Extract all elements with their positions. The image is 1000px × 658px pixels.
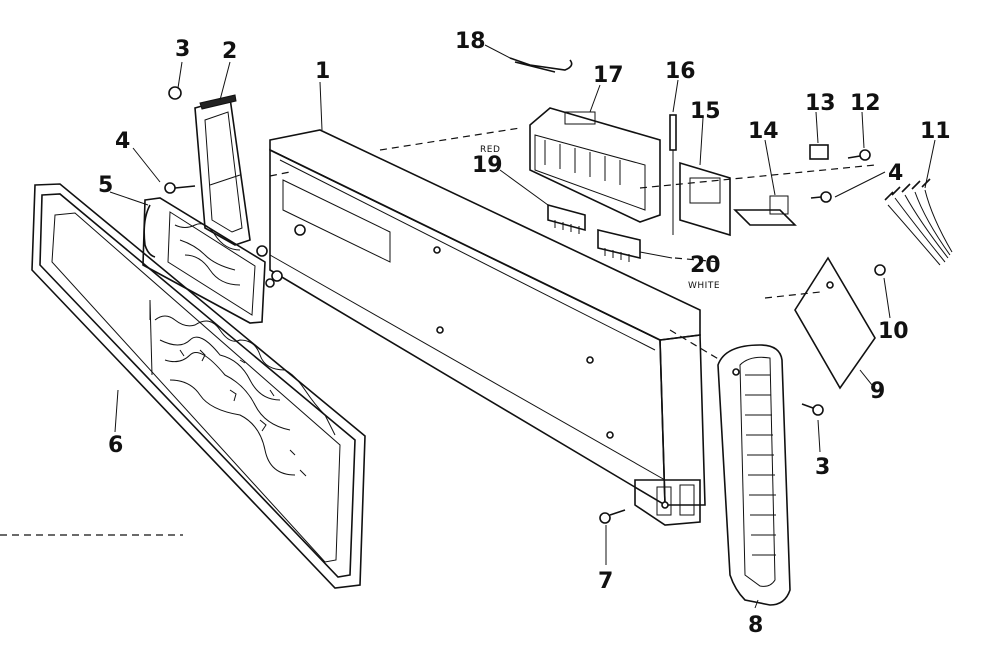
callout-3-right: 3 <box>815 455 830 480</box>
callout-9: 9 <box>870 379 885 404</box>
callout-13: 13 <box>805 91 836 116</box>
part-9-side-plate <box>794 256 876 390</box>
screw-hardware <box>164 86 886 524</box>
callout-14: 14 <box>748 119 779 144</box>
part-15-circuit-board <box>679 161 731 237</box>
leader-lines <box>109 44 936 609</box>
callout-3-top: 3 <box>175 37 190 62</box>
callout-4-right: 4 <box>888 161 903 186</box>
part-11-wire-harness <box>884 178 953 266</box>
part-6-front-panel <box>31 183 366 589</box>
part-17-control-module <box>529 107 661 223</box>
callout-18: 18 <box>455 29 486 54</box>
callout-labels: 1 2 3 3 4 4 5 6 7 8 9 10 11 12 13 14 15 … <box>98 29 951 638</box>
part-5-small-insert <box>142 197 266 324</box>
part-8-end-grille <box>717 344 791 606</box>
part-20-connector <box>597 228 641 262</box>
callout-1: 1 <box>315 59 330 84</box>
callout-7: 7 <box>598 569 613 594</box>
callout-12: 12 <box>850 91 881 116</box>
callout-10: 10 <box>878 319 909 344</box>
callout-2: 2 <box>222 39 237 64</box>
callout-19: 19 <box>472 153 503 178</box>
part-19-connector <box>547 203 586 234</box>
assembly-lines <box>0 127 876 536</box>
callout-16: 16 <box>665 59 696 84</box>
callout-11: 11 <box>920 119 951 144</box>
wire-label-red: RED <box>480 145 500 155</box>
callout-15: 15 <box>690 99 721 124</box>
callout-20: 20 <box>690 253 721 278</box>
wire-label-white: WHITE <box>688 281 720 291</box>
callout-17: 17 <box>593 63 624 88</box>
callout-8: 8 <box>748 613 763 638</box>
callout-5: 5 <box>98 173 113 198</box>
part-16-sensor <box>669 114 677 235</box>
part-2-bracket <box>194 94 251 246</box>
callout-4-left: 4 <box>115 129 130 154</box>
part-14-bracket <box>733 195 797 226</box>
part-18-wire-clip <box>509 57 573 73</box>
part-1-console-channel <box>269 129 706 526</box>
callout-6: 6 <box>108 433 123 458</box>
